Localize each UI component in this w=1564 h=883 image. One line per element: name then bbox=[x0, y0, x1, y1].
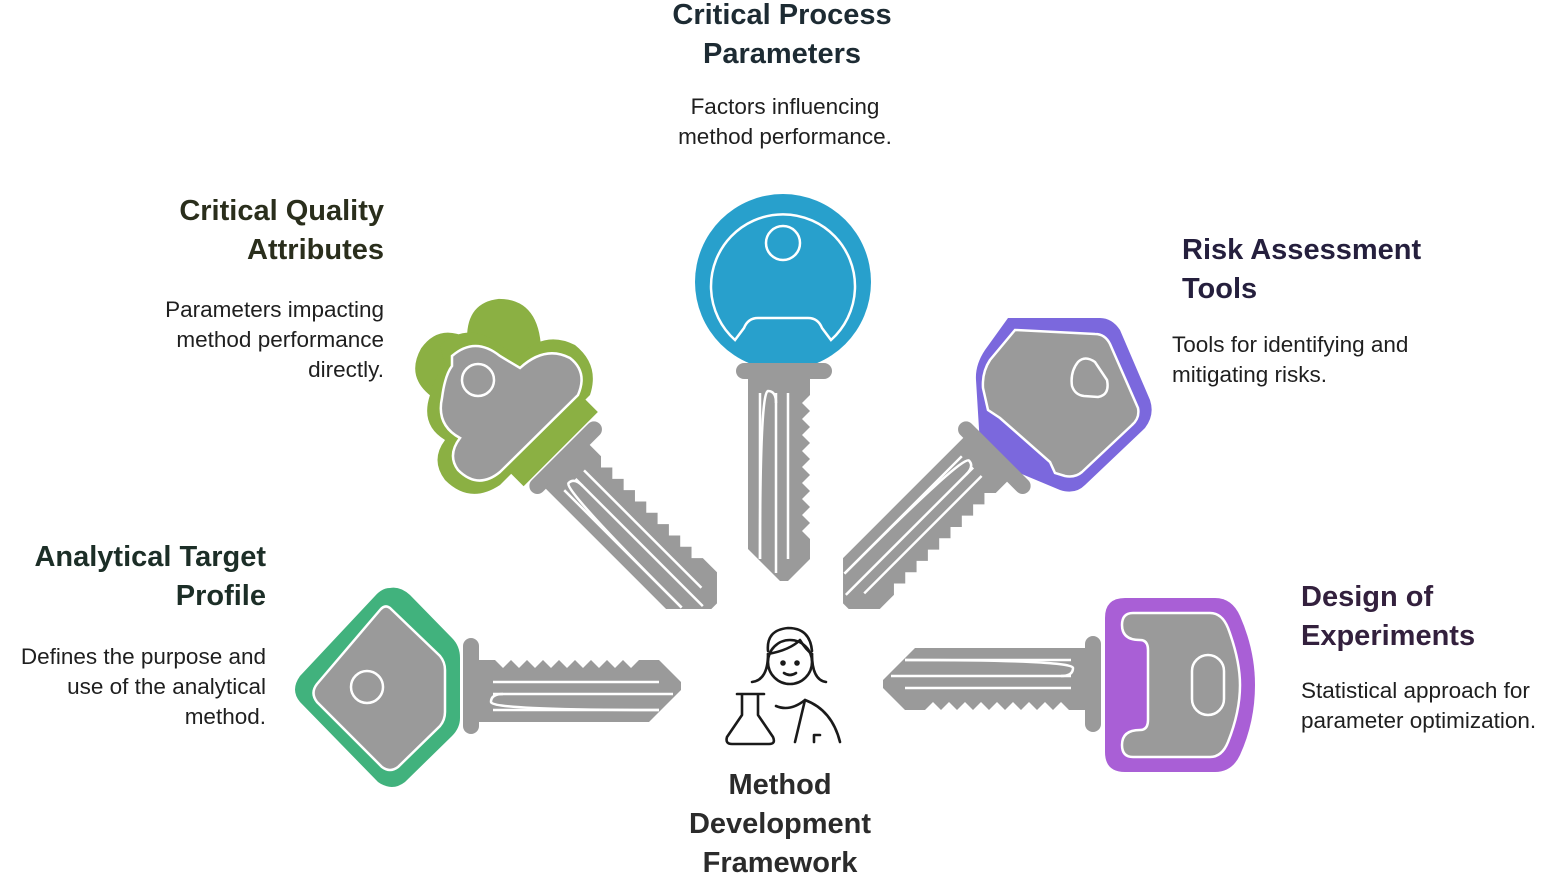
title-line: Critical Process bbox=[672, 0, 892, 31]
title-line: Experiments bbox=[1301, 620, 1476, 652]
center-title: Method Development Framework bbox=[640, 766, 920, 883]
title-line: Method bbox=[728, 769, 832, 801]
item-description: Defines the purpose and use of the analy… bbox=[0, 642, 266, 732]
title-line: Attributes bbox=[247, 234, 384, 266]
key-blade bbox=[881, 634, 1103, 734]
key-risk-assessment-tools bbox=[810, 318, 1152, 642]
key-head-round bbox=[695, 194, 871, 370]
title-line: Development bbox=[688, 808, 872, 840]
title-line: Framework bbox=[702, 847, 858, 879]
title-line: Tools bbox=[1182, 273, 1258, 305]
item-title: Design of Experiments bbox=[1301, 578, 1561, 656]
description-line: method performance bbox=[176, 327, 384, 352]
key-hole-icon bbox=[349, 669, 385, 705]
key-blade bbox=[524, 416, 750, 642]
item-description: Tools for identifying and mitigating ris… bbox=[1172, 330, 1472, 390]
title-line: Critical Quality bbox=[179, 195, 384, 227]
item-title: Risk Assessment Tools bbox=[1182, 231, 1482, 309]
scientist-with-flask-icon bbox=[725, 626, 842, 746]
item-title: Critical Quality Attributes bbox=[100, 192, 384, 270]
item-title: Analytical Target Profile bbox=[0, 538, 266, 616]
key-hole-icon bbox=[1190, 653, 1226, 717]
description-line: Parameters impacting bbox=[165, 297, 384, 322]
item-description: Statistical approach for parameter optim… bbox=[1301, 676, 1564, 736]
title-line: Profile bbox=[175, 580, 266, 612]
key-hole-icon bbox=[460, 362, 496, 398]
title-line: Design of bbox=[1301, 581, 1434, 613]
key-design-of-experiments bbox=[881, 598, 1255, 772]
description-line: parameter optimization. bbox=[1301, 708, 1537, 733]
key-analytical-target-profile bbox=[295, 587, 683, 787]
key-critical-quality-attributes bbox=[415, 298, 750, 642]
key-critical-process-parameters bbox=[695, 194, 871, 583]
description-line: Tools for identifying and bbox=[1172, 332, 1409, 357]
title-line: Analytical Target bbox=[34, 541, 266, 573]
description-line: Defines the purpose and bbox=[20, 644, 266, 669]
key-blade bbox=[734, 361, 834, 583]
item-description: Parameters impacting method performance … bbox=[84, 295, 384, 385]
description-line: method. bbox=[184, 704, 266, 729]
description-line: directly. bbox=[308, 357, 384, 382]
description-line: method performance. bbox=[678, 124, 892, 149]
key-hole-icon bbox=[1070, 357, 1109, 399]
description-line: Factors influencing bbox=[690, 94, 880, 119]
description-line: use of the analytical bbox=[67, 674, 266, 699]
key-hole-icon bbox=[764, 224, 802, 262]
description-line: Statistical approach for bbox=[1301, 678, 1530, 703]
description-line: mitigating risks. bbox=[1172, 362, 1328, 387]
item-title: Critical Process Parameters bbox=[620, 0, 944, 74]
item-description: Factors influencing method performance. bbox=[620, 92, 950, 152]
title-line: Parameters bbox=[703, 38, 861, 70]
title-line: Risk Assessment bbox=[1182, 234, 1422, 266]
key-blade bbox=[461, 636, 683, 736]
